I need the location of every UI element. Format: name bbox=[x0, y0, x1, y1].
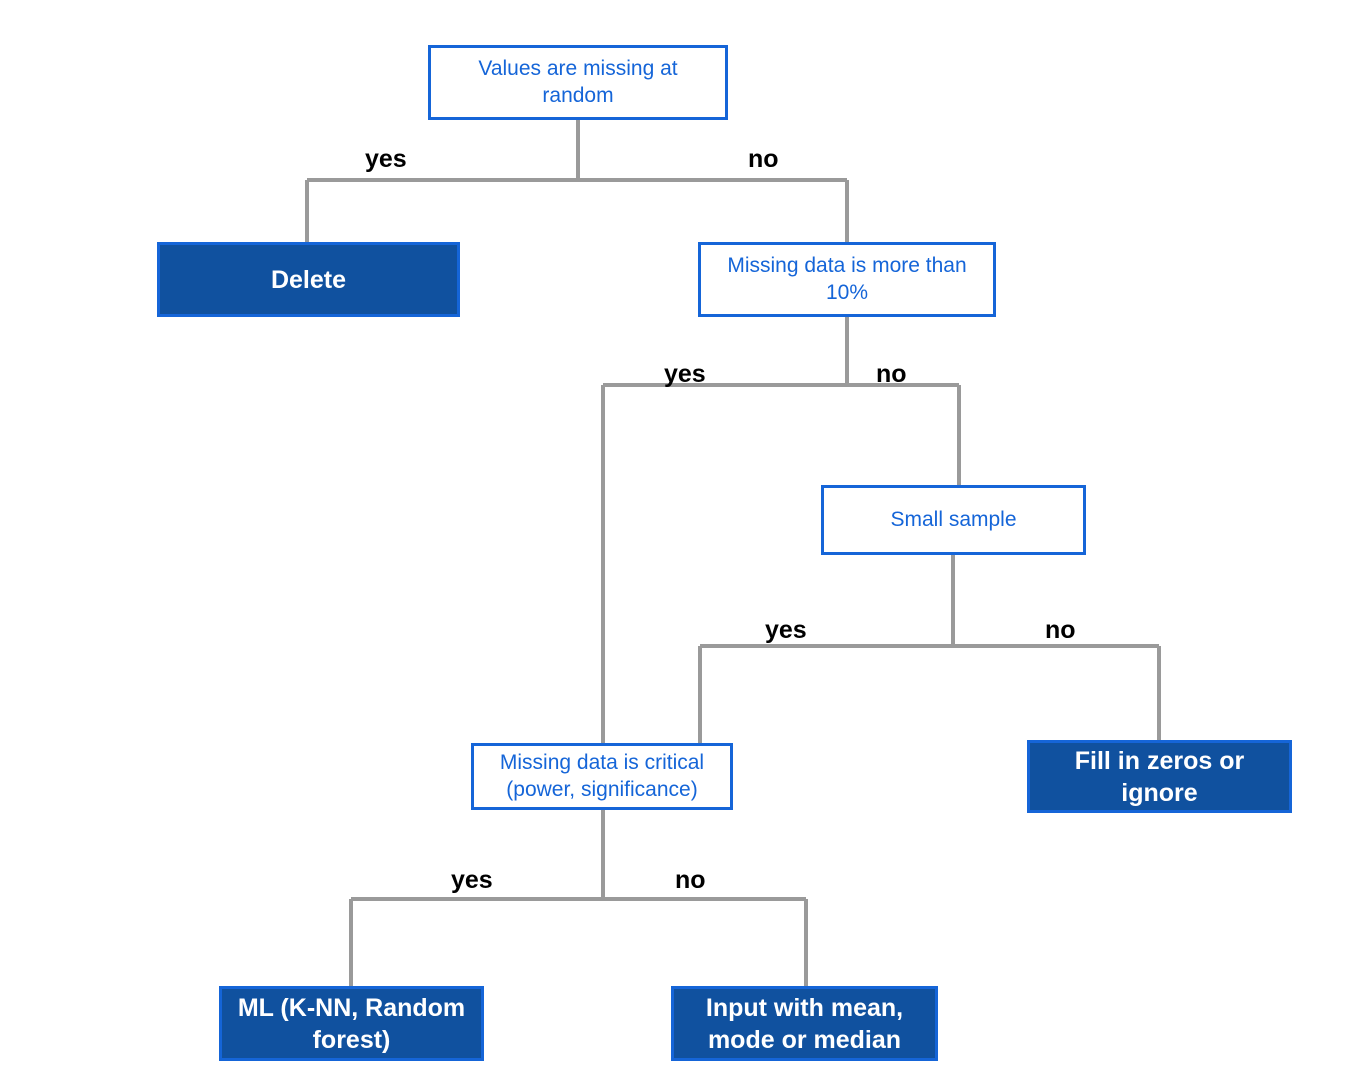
edge-label-critical-no: no bbox=[675, 866, 706, 894]
node-root[interactable]: Values are missing at random bbox=[428, 45, 728, 120]
edge-label-smallsample-no: no bbox=[1045, 616, 1076, 644]
edge-label-more10-no: no bbox=[876, 360, 907, 388]
edge-label-critical-yes: yes bbox=[451, 866, 493, 894]
node-small-sample[interactable]: Small sample bbox=[821, 485, 1086, 555]
node-impute[interactable]: Input with mean, mode or median bbox=[671, 986, 938, 1061]
node-critical[interactable]: Missing data is critical (power, signifi… bbox=[471, 743, 733, 810]
node-ml[interactable]: ML (K-NN, Random forest) bbox=[219, 986, 484, 1061]
node-more-than-10[interactable]: Missing data is more than 10% bbox=[698, 242, 996, 317]
node-delete[interactable]: Delete bbox=[157, 242, 460, 317]
node-fill-zeros[interactable]: Fill in zeros or ignore bbox=[1027, 740, 1292, 813]
edge-label-smallsample-yes: yes bbox=[765, 616, 807, 644]
edge-label-root-no: no bbox=[748, 145, 779, 173]
edge-label-more10-yes: yes bbox=[664, 360, 706, 388]
edge-label-root-yes: yes bbox=[365, 145, 407, 173]
